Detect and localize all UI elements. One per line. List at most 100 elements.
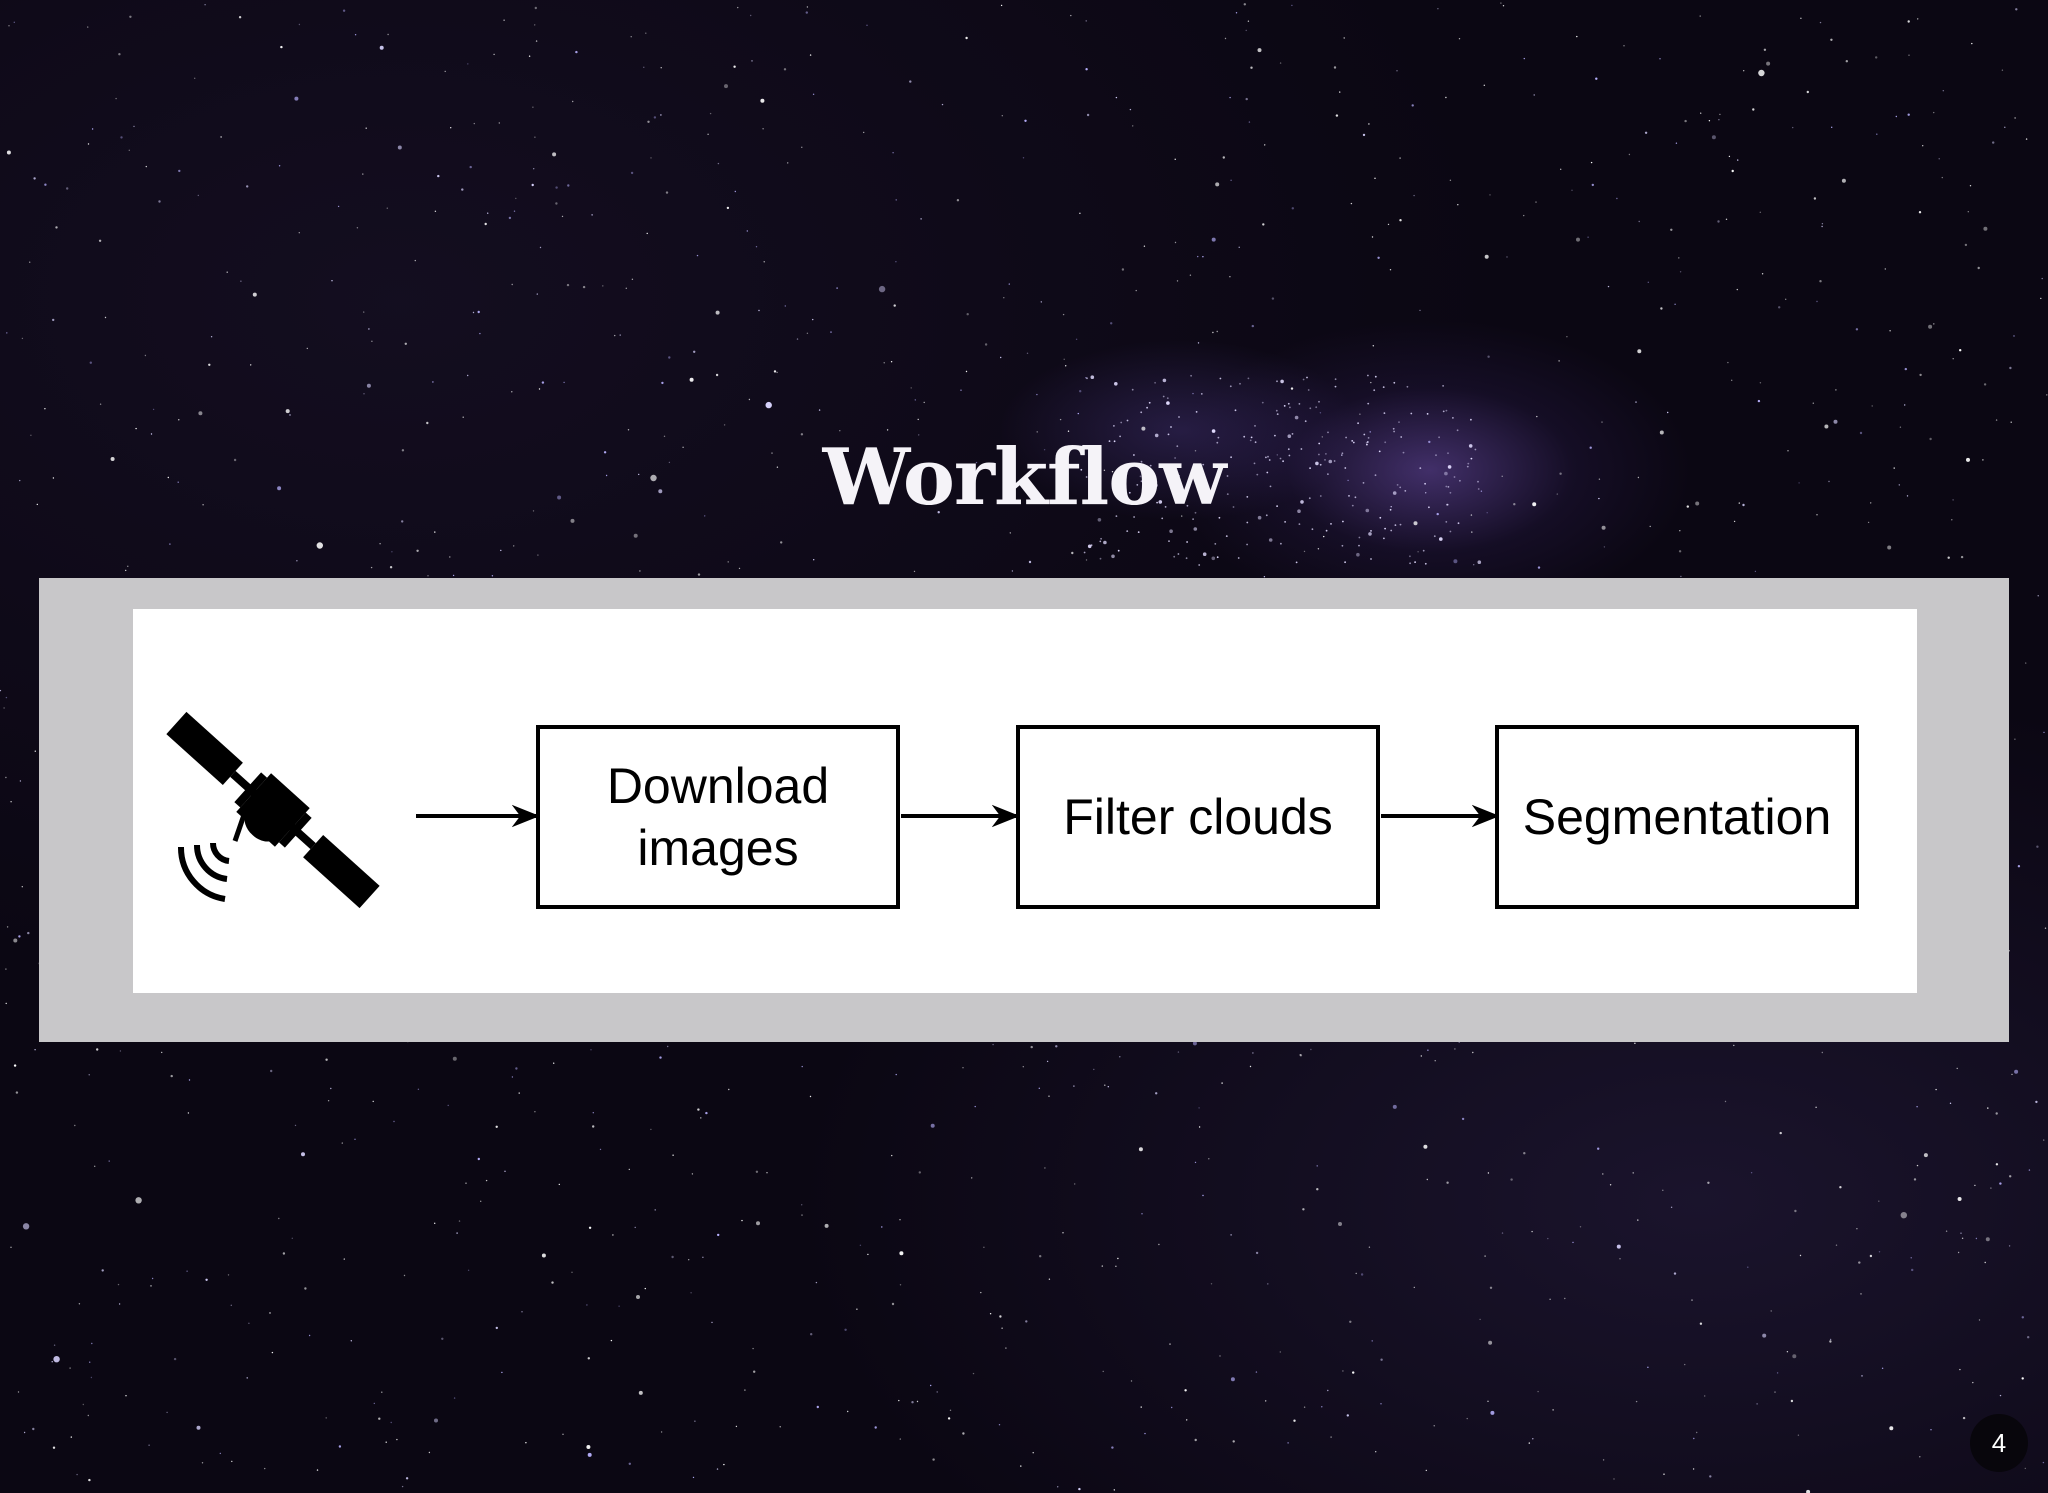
star — [1127, 500, 1130, 503]
star — [1731, 169, 1734, 173]
star — [599, 1148, 602, 1151]
star — [1442, 410, 1445, 413]
star — [1396, 70, 1398, 72]
star — [937, 511, 940, 514]
star — [1079, 390, 1082, 393]
star — [1099, 540, 1102, 543]
star — [1990, 1187, 1992, 1189]
star — [1477, 480, 1479, 483]
star — [278, 165, 281, 167]
star — [1114, 382, 1118, 386]
star — [1162, 395, 1165, 398]
star — [936, 1391, 938, 1393]
star — [1438, 436, 1440, 439]
star — [371, 340, 373, 342]
star — [1647, 281, 1650, 283]
star — [393, 1120, 395, 1123]
star — [1330, 523, 1332, 525]
star — [219, 1452, 221, 1455]
star — [1279, 457, 1282, 460]
star — [1243, 435, 1246, 438]
star — [930, 1384, 932, 1387]
star — [561, 215, 564, 218]
star — [610, 1339, 613, 1342]
star — [201, 1462, 204, 1464]
star — [1736, 288, 1739, 291]
star — [751, 60, 753, 62]
star — [1108, 440, 1111, 442]
star — [1830, 38, 1833, 41]
star — [1218, 516, 1221, 519]
star — [1380, 1358, 1383, 1361]
star — [1055, 1045, 1058, 1048]
star — [932, 1458, 935, 1461]
star — [914, 399, 916, 401]
star — [746, 230, 748, 232]
star — [1298, 403, 1301, 405]
star — [1247, 20, 1250, 22]
star — [1090, 375, 1095, 380]
star — [1602, 1173, 1604, 1175]
star — [1389, 269, 1392, 271]
star — [1384, 441, 1387, 444]
star — [1200, 393, 1203, 395]
star — [1245, 97, 1248, 101]
star — [1143, 245, 1146, 247]
star — [1399, 219, 1402, 222]
star — [1828, 480, 1830, 483]
star — [1344, 561, 1346, 564]
star — [1158, 1243, 1160, 1246]
star — [1637, 1219, 1639, 1221]
star — [1941, 176, 1944, 179]
star — [1275, 409, 1278, 412]
star — [88, 1478, 91, 1482]
star — [1090, 544, 1093, 547]
star — [760, 98, 765, 103]
star — [1074, 1183, 1076, 1185]
star — [618, 1305, 620, 1307]
star — [1383, 412, 1386, 414]
star — [99, 403, 102, 405]
star — [709, 112, 712, 115]
star — [1616, 197, 1618, 200]
star — [1667, 411, 1669, 414]
star — [1532, 1438, 1534, 1440]
star — [30, 434, 32, 436]
star — [1579, 1226, 1582, 1228]
star — [1198, 1126, 1201, 1128]
star — [634, 1226, 636, 1229]
star — [1699, 15, 1701, 17]
star — [753, 1370, 756, 1373]
star — [501, 1371, 503, 1374]
star — [1239, 382, 1241, 385]
star — [1339, 91, 1341, 93]
star — [1607, 285, 1610, 288]
star — [1759, 211, 1762, 213]
star — [1038, 1087, 1041, 1090]
star — [1799, 1254, 1802, 1257]
star — [1928, 324, 1933, 329]
star — [1402, 451, 1405, 454]
star — [306, 347, 308, 350]
star — [5, 696, 8, 699]
star — [605, 474, 608, 477]
star — [51, 1361, 53, 1363]
star — [1262, 223, 1265, 226]
star — [1255, 1371, 1258, 1373]
star — [1206, 484, 1209, 487]
star — [1916, 1106, 1918, 1108]
star — [1328, 459, 1333, 464]
star — [316, 542, 323, 549]
star — [1230, 456, 1232, 459]
star — [909, 80, 912, 83]
star — [1680, 575, 1682, 578]
star — [1678, 550, 1682, 553]
star — [1447, 465, 1452, 469]
star — [586, 1445, 591, 1449]
star — [1317, 548, 1320, 550]
star — [342, 9, 346, 12]
star — [427, 575, 429, 577]
star — [1437, 8, 1439, 10]
star — [467, 1269, 470, 1272]
star — [1452, 417, 1454, 419]
